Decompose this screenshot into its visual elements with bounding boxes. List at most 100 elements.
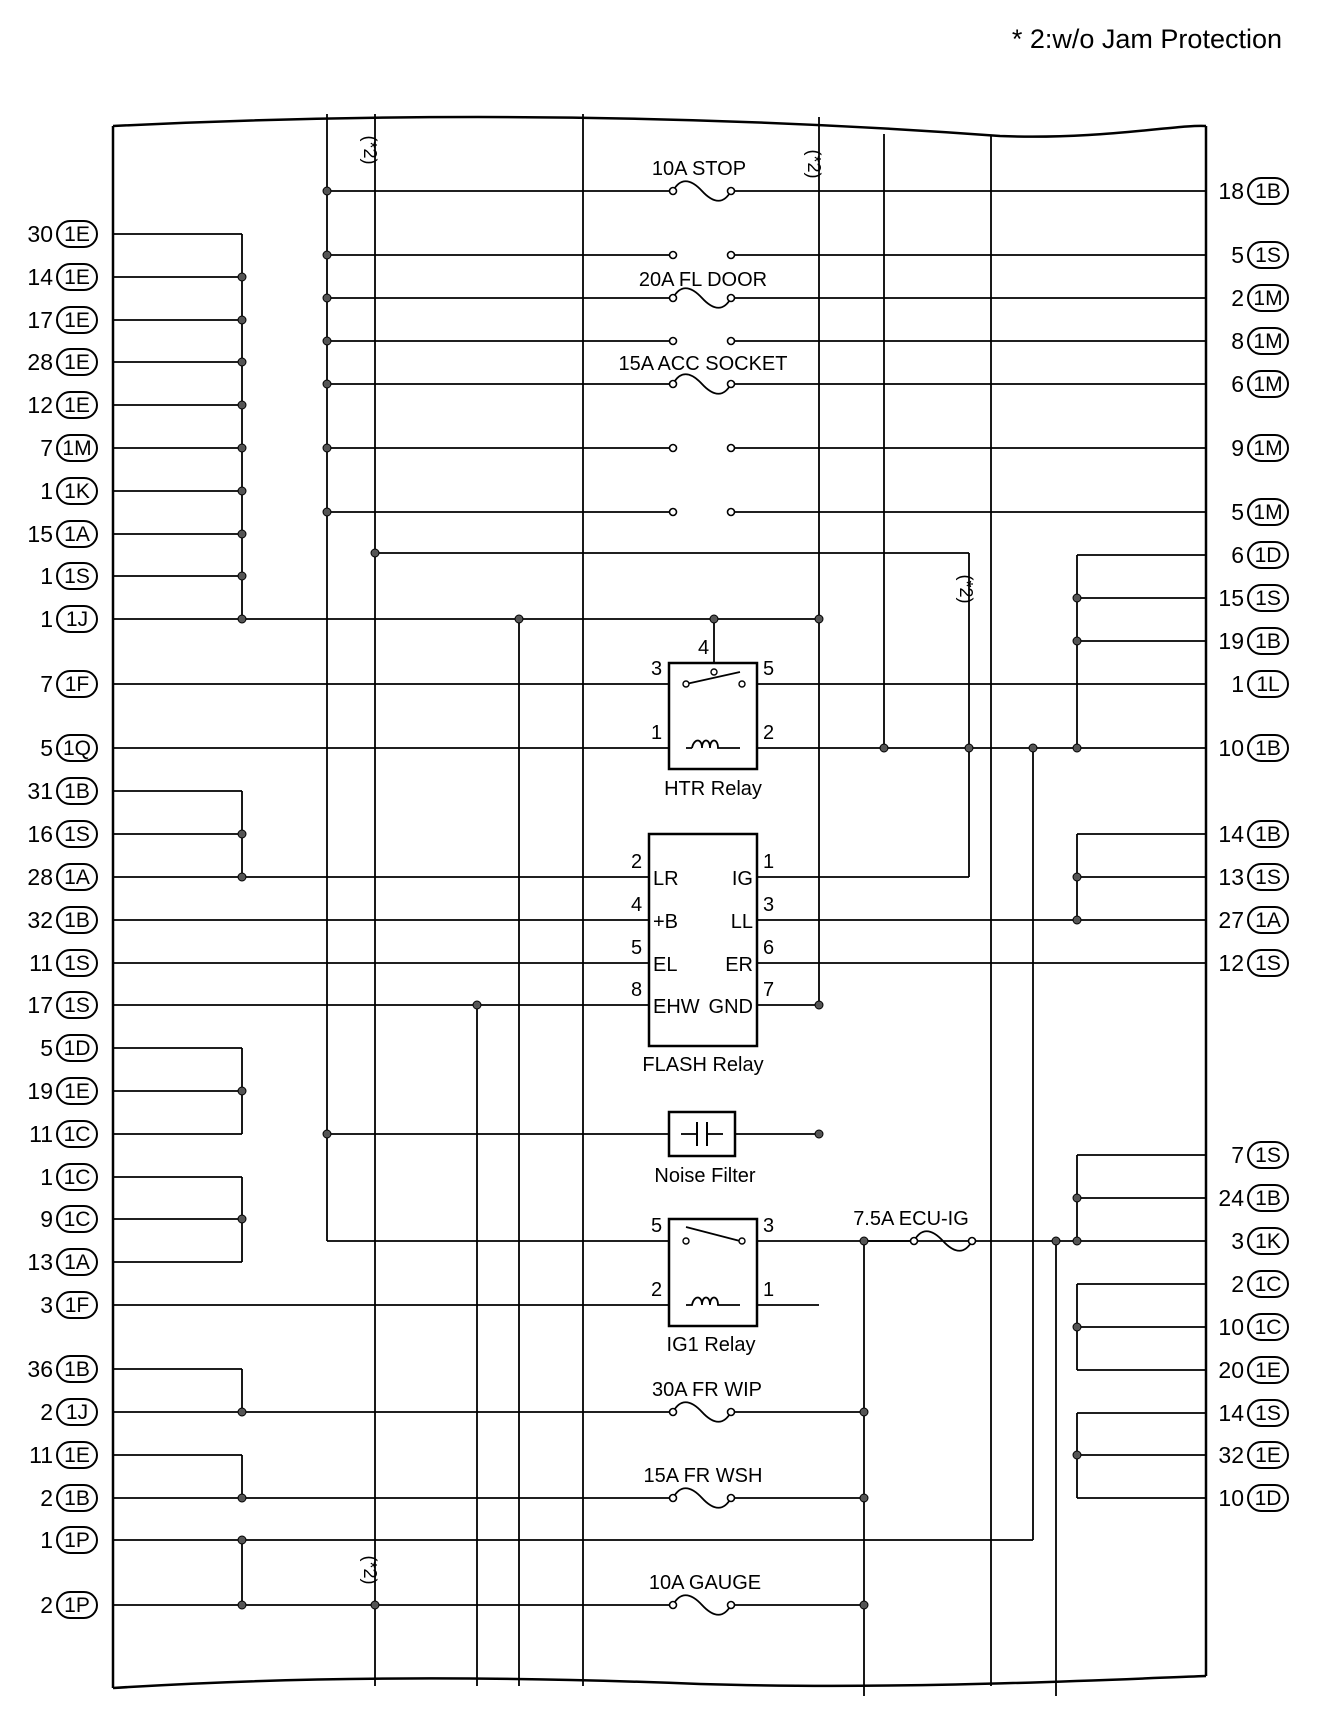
terminal-pin: 5 bbox=[1231, 499, 1244, 525]
connector-code: 1M bbox=[1253, 287, 1282, 310]
terminal-pin: 2 bbox=[40, 1592, 53, 1618]
connector-code: 1S bbox=[1255, 952, 1281, 975]
connector-oval bbox=[1247, 627, 1289, 655]
variant-notes: (*2) (*2) (*2) (*2) bbox=[360, 135, 976, 1584]
connector-oval bbox=[1247, 1141, 1289, 1169]
connector-code: 1B bbox=[1255, 823, 1281, 846]
terminal-pin: 1 bbox=[40, 563, 53, 589]
connector-code: 1E bbox=[64, 351, 90, 374]
connector-oval bbox=[56, 1591, 98, 1619]
connector-code: 1E bbox=[64, 266, 90, 289]
flash-pin1: 1 bbox=[763, 851, 774, 873]
htr-relay-pin2: 2 bbox=[763, 722, 774, 744]
terminal-pin: 2 bbox=[1231, 1271, 1244, 1297]
connector-code: 1B bbox=[64, 1358, 90, 1381]
connector-oval bbox=[56, 306, 98, 334]
terminal-pin: 36 bbox=[27, 1356, 53, 1382]
connector-oval bbox=[1247, 1356, 1289, 1384]
connector-code: 1S bbox=[1255, 244, 1281, 267]
connector-oval bbox=[56, 1248, 98, 1276]
fuse-label-fr-wip: 30A FR WIP bbox=[652, 1379, 762, 1401]
terminal-pin: 18 bbox=[1218, 178, 1244, 204]
terminal-pin: 19 bbox=[27, 1078, 53, 1104]
connector-code: 1F bbox=[65, 673, 90, 696]
connector-oval bbox=[1247, 241, 1289, 269]
connector-code: 1E bbox=[1255, 1444, 1281, 1467]
terminal-pin: 11 bbox=[29, 950, 53, 976]
note-star2-mid: (*2) bbox=[956, 574, 976, 603]
connector-oval bbox=[1247, 1184, 1289, 1212]
connector-oval bbox=[56, 949, 98, 977]
connector-oval bbox=[1247, 820, 1289, 848]
terminal-pin: 7 bbox=[1231, 1142, 1244, 1168]
connector-oval bbox=[1247, 327, 1289, 355]
htr-relay-pin3: 3 bbox=[651, 658, 662, 680]
connector-code: 1M bbox=[1253, 330, 1282, 353]
flash-pin8: 8 bbox=[631, 979, 642, 1001]
terminal-pin: 32 bbox=[27, 907, 53, 933]
terminal-pin: 1 bbox=[40, 606, 53, 632]
connector-oval bbox=[56, 906, 98, 934]
connector-oval bbox=[56, 263, 98, 291]
note-star2-top-left: (*2) bbox=[360, 135, 380, 164]
connector-code: 1P bbox=[64, 1529, 90, 1552]
flash-pin7: 7 bbox=[763, 979, 774, 1001]
note-star2-bottom: (*2) bbox=[360, 1555, 380, 1584]
connector-oval bbox=[56, 670, 98, 698]
terminal-pin: 1 bbox=[40, 478, 53, 504]
ig1-relay-pin5: 5 bbox=[651, 1215, 662, 1237]
terminal-pin: 5 bbox=[40, 1035, 53, 1061]
terminal-pin: 10 bbox=[1218, 735, 1244, 761]
connector-code: 1B bbox=[64, 780, 90, 803]
left-terminal: 11 1S bbox=[29, 949, 98, 977]
connector-oval bbox=[1247, 498, 1289, 526]
flash-pin5: 5 bbox=[631, 937, 642, 959]
connector-oval bbox=[1247, 1313, 1289, 1341]
terminal-pin: 7 bbox=[40, 435, 53, 461]
header-note: * 2:w/o Jam Protection bbox=[1012, 24, 1282, 54]
connector-code: 1S bbox=[64, 952, 90, 975]
terminal-pin: 9 bbox=[1231, 435, 1244, 461]
fuse-terminals bbox=[668, 186, 977, 1610]
terminal-pin: 2 bbox=[40, 1485, 53, 1511]
fuse-symbols bbox=[672, 180, 973, 1616]
htr-relay-label: HTR Relay bbox=[664, 778, 762, 800]
terminal-pin: 20 bbox=[1218, 1357, 1244, 1383]
connector-oval bbox=[56, 391, 98, 419]
wiring bbox=[113, 114, 1206, 1696]
connector-code: 1E bbox=[64, 394, 90, 417]
ig1-relay-pin1: 1 bbox=[763, 1279, 774, 1301]
connector-oval bbox=[1247, 949, 1289, 977]
connector-oval bbox=[56, 991, 98, 1019]
fuse-labels: 10A STOP 20A FL DOOR 15A ACC SOCKET 7.5A… bbox=[619, 158, 969, 1594]
terminal-pin: 24 bbox=[1218, 1185, 1244, 1211]
connector-code: 1M bbox=[1253, 373, 1282, 396]
flash-ehw: EHW bbox=[653, 996, 700, 1018]
connector-code: 1F bbox=[65, 1294, 90, 1317]
connector-code: 1A bbox=[64, 523, 90, 546]
